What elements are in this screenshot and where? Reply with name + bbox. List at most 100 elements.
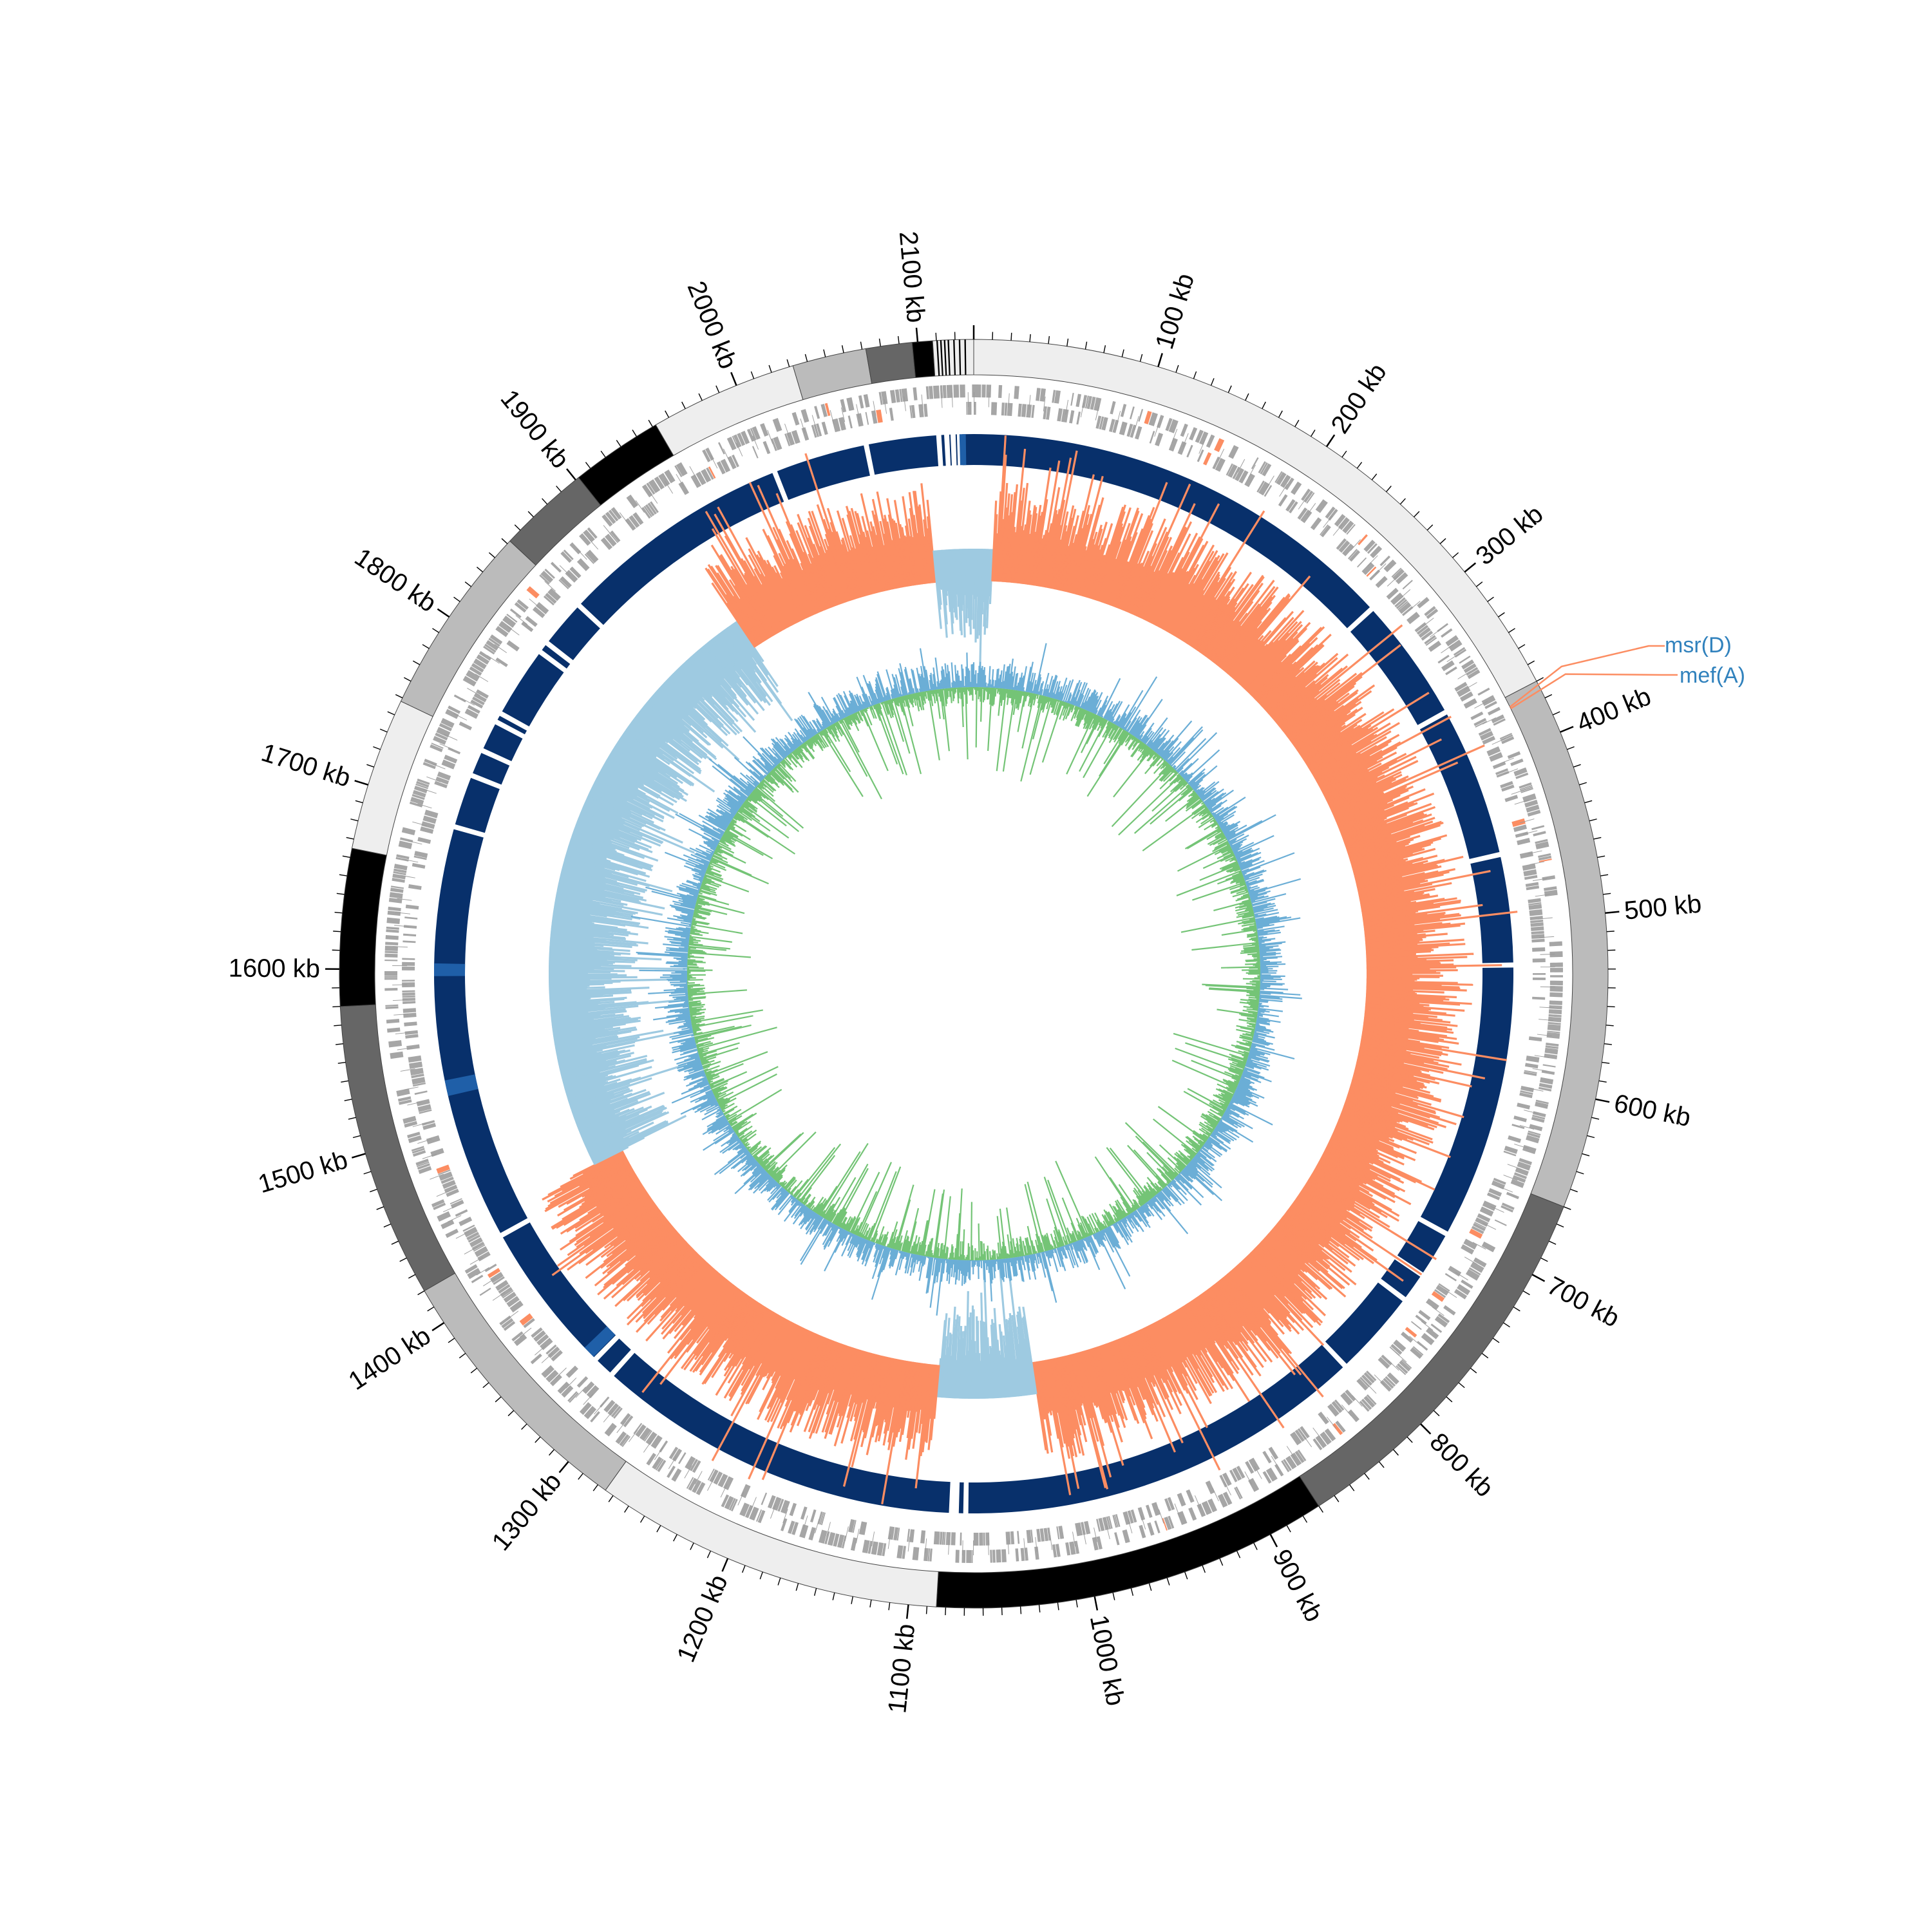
gc-skew-bar (1130, 531, 1169, 614)
gene-link (802, 1515, 808, 1530)
gc-content-bar (1248, 1011, 1258, 1014)
gc-skew-bar (959, 1331, 963, 1399)
gc-skew-bar (774, 1324, 799, 1372)
gc-skew-bar (654, 1260, 706, 1316)
gene-block (1524, 799, 1539, 808)
gc-content-bar (1245, 880, 1257, 886)
gc-content-bar (1086, 716, 1101, 744)
gc-skew-bar (940, 1336, 947, 1398)
gc-skew-bar (558, 884, 641, 904)
gc-skew-bar (572, 1092, 633, 1116)
gene-block (960, 1532, 962, 1546)
gc-skew-bar (577, 819, 636, 844)
gc-skew-bar (1255, 1247, 1327, 1316)
gene-link (1441, 644, 1454, 654)
gene-block (887, 1526, 895, 1540)
gc-skew-bar (914, 491, 927, 584)
gc-skew-bar (682, 663, 739, 723)
gc-content-bar (1202, 1113, 1219, 1124)
gc-skew-bar (1170, 578, 1204, 635)
gc-skew-bar (1325, 1146, 1392, 1179)
gc-skew-bar (1341, 1112, 1414, 1141)
gc-content-bar (1252, 1038, 1273, 1045)
gc-content-bar (1246, 886, 1250, 888)
gc-skew-bar (1289, 1206, 1332, 1238)
gene-block (981, 384, 986, 398)
gc-skew-bar (962, 549, 966, 596)
gene-link (1504, 768, 1519, 775)
gc-skew-bar (573, 1088, 647, 1117)
gc-content-bar (1113, 721, 1116, 724)
gene-link (464, 1246, 478, 1255)
gc-content-bar (1250, 1005, 1259, 1007)
minor-tick (616, 440, 621, 447)
gene-link (1528, 850, 1542, 855)
gc-content-bar (1182, 773, 1188, 779)
gene-block (1398, 601, 1412, 614)
gc-skew-bar (1102, 1344, 1125, 1404)
gc-skew-bar (1268, 652, 1339, 715)
gene-block (558, 579, 569, 589)
gene-block (707, 1468, 715, 1481)
gc-skew-bar (1119, 563, 1139, 610)
gc-content-bar (1206, 792, 1224, 807)
gc-skew-bar (722, 630, 762, 683)
gc-skew-bar (701, 646, 759, 715)
gc-skew-bar (642, 1249, 696, 1302)
gc-skew-bar (1292, 1202, 1354, 1248)
gc-skew-bar (1082, 1350, 1104, 1420)
gc-content-bar (1238, 1081, 1253, 1088)
minor-tick (1606, 931, 1615, 933)
minor-tick (1001, 1607, 1003, 1616)
gc-content-bar (1147, 1200, 1163, 1220)
gc-skew-bar (556, 892, 593, 902)
gc-content-bar (1129, 1213, 1138, 1226)
gc-skew-bar (1142, 527, 1188, 620)
gc-skew-bar (719, 632, 757, 683)
gene-block (985, 1532, 990, 1546)
gc-skew-bar (588, 1137, 624, 1155)
gc-skew-bar (1009, 532, 1017, 583)
gc-skew-bar (741, 1316, 784, 1392)
minor-tick (1202, 1565, 1206, 1573)
gc-skew-bar (1364, 924, 1461, 936)
gc-content-bar (1023, 691, 1025, 696)
minor-tick (507, 1410, 515, 1417)
gc-skew-bar (708, 640, 765, 712)
gene-block (1545, 1045, 1558, 1049)
gc-content-bar (1058, 700, 1061, 702)
gene-block (384, 959, 398, 961)
gc-skew-bar (1183, 577, 1226, 643)
gene-block (459, 1217, 473, 1226)
gc-skew-bar (705, 511, 778, 635)
gene-block (1096, 1519, 1101, 1532)
gc-skew-bar (741, 1312, 777, 1370)
gene-link (1539, 1007, 1555, 1009)
gc-skew-bar (945, 549, 952, 612)
gc-skew-bar (740, 558, 783, 632)
gene-block (1101, 417, 1108, 431)
gc-content-bar (1229, 835, 1249, 846)
gene-link (1511, 789, 1526, 795)
gc-skew-bar (580, 811, 631, 833)
gene-block (1437, 654, 1450, 664)
gene-block (430, 744, 443, 753)
gene-link (1395, 1352, 1407, 1363)
gc-content-bar (1224, 1110, 1232, 1115)
gc-content-bar (1141, 745, 1148, 754)
gc-skew-bar (1264, 661, 1318, 711)
gc-content-bar (1157, 1180, 1165, 1189)
gc-content-bar (1180, 758, 1199, 776)
gc-skew-bar (958, 549, 963, 636)
gc-content-bar (1006, 689, 1010, 705)
gc-skew-bar (1288, 702, 1340, 741)
gene-block (1431, 1291, 1445, 1302)
gene-block (1069, 410, 1075, 424)
gc-skew-bar (1003, 515, 1010, 582)
gene-block (440, 1219, 455, 1229)
gc-skew-bar (552, 916, 592, 923)
gc-content-bar (1198, 781, 1220, 798)
gc-skew-bar (1258, 643, 1324, 705)
minor-tick (1470, 1367, 1477, 1374)
gc-content-bar (991, 669, 994, 688)
